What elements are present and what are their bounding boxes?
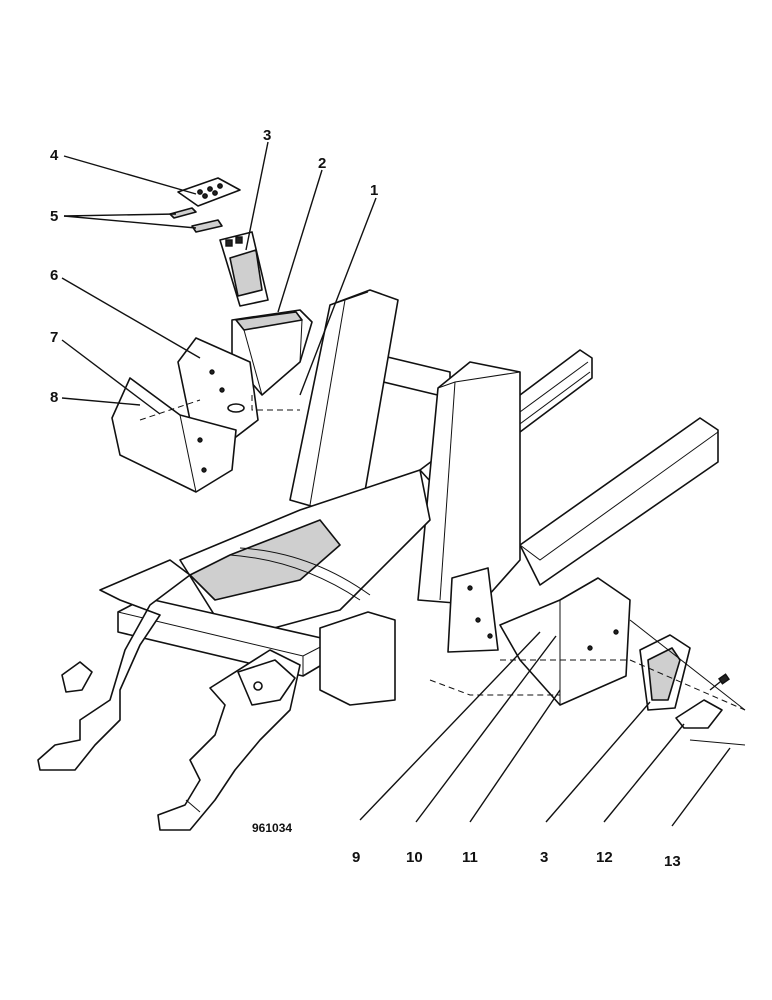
lower-step-assembly xyxy=(319,567,746,746)
callout-2: 2 xyxy=(318,155,326,172)
outer-cover-part xyxy=(111,377,237,493)
chassis-frame xyxy=(37,289,719,831)
spacer-part xyxy=(169,207,197,219)
callout-11: 11 xyxy=(462,849,478,866)
callout-8: 8 xyxy=(50,389,58,406)
step-box-part xyxy=(499,577,631,706)
callout-3-lower: 3 xyxy=(540,849,548,866)
callout-6: 6 xyxy=(50,267,58,284)
callout-5: 5 xyxy=(50,208,58,225)
clip-part xyxy=(675,699,723,729)
callout-10: 10 xyxy=(406,849,423,866)
leader-lines xyxy=(61,141,731,827)
bracket-part xyxy=(219,231,269,307)
bracket-box-part xyxy=(319,611,396,706)
upper-step-assembly xyxy=(111,177,313,493)
mounting-plate-part xyxy=(447,567,499,653)
callout-1: 1 xyxy=(370,182,378,199)
bolt-part xyxy=(709,673,730,691)
step-plate-part xyxy=(177,177,241,207)
figure-reference: 961034 xyxy=(252,821,292,835)
callout-4: 4 xyxy=(50,147,59,164)
lower-bracket-part xyxy=(639,634,691,711)
callout-labels: 1 2 3 4 5 6 7 8 9 10 11 3 12 13 961034 xyxy=(50,127,681,870)
callout-3: 3 xyxy=(263,127,271,144)
callout-9: 9 xyxy=(352,849,360,866)
callout-12: 12 xyxy=(596,849,613,866)
callout-13: 13 xyxy=(664,853,681,870)
callout-7: 7 xyxy=(50,329,58,346)
spacer-part xyxy=(191,219,223,233)
